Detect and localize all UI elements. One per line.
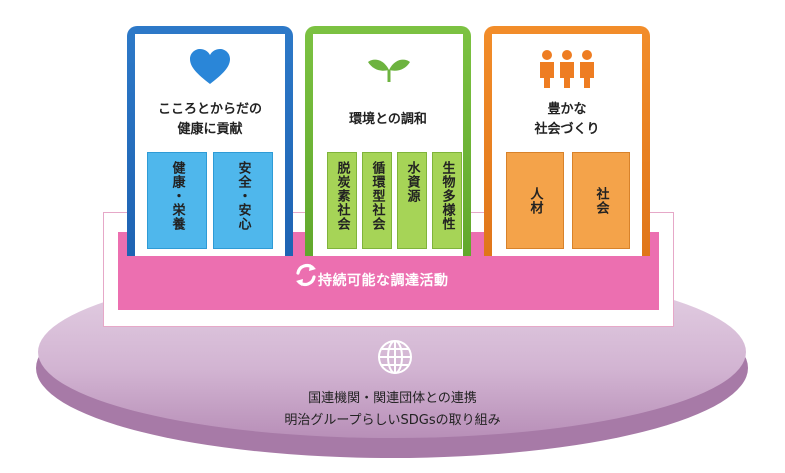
pillar-health-title-2: 健康に貢献 xyxy=(177,122,243,137)
box-biodiversity: 生物多様性 xyxy=(432,152,462,249)
base-text-line1: 国連機関・関連団体との連携 xyxy=(308,391,477,406)
box-label: 安全・安心 xyxy=(235,161,251,231)
box-label: 循環型社会 xyxy=(369,161,385,231)
pillar-environment-panel: 環境との調和 脱炭素社会 循環型社会 水資源 生物多様性 xyxy=(313,34,463,256)
pillar-environment-title: 環境との調和 xyxy=(349,112,427,127)
pillar-society-title-2: 社会づくり xyxy=(534,122,600,137)
box-water: 水資源 xyxy=(397,152,427,249)
box-label: 生物多様性 xyxy=(439,161,455,231)
box-health-nutrition: 健康・栄養 xyxy=(147,152,207,249)
base-text-line2: 明治グループらしいSDGsの取り組み xyxy=(284,413,501,428)
heart-icon xyxy=(190,49,230,84)
people-icon xyxy=(540,50,594,88)
pillar-health-panel: こころとからだの 健康に貢献 健康・栄養 安全・安心 xyxy=(135,34,285,256)
pillar-society-title-1: 豊かな xyxy=(547,102,587,117)
box-label: 社会 xyxy=(593,186,609,215)
box-label: 健康・栄養 xyxy=(169,161,185,231)
pillar-society-panel: 豊かな 社会づくり 人材 社会 xyxy=(492,34,642,256)
box-decarbon: 脱炭素社会 xyxy=(327,152,357,249)
pillar-society: 豊かな 社会づくり 人材 社会 xyxy=(484,26,650,256)
recycle-icon xyxy=(296,263,316,287)
box-society: 社会 xyxy=(572,152,630,249)
procurement-label: 持続可能な調達活動 xyxy=(318,273,449,289)
globe-icon xyxy=(378,340,412,374)
pillar-health-title-1: こころとからだの xyxy=(157,102,262,117)
pillar-environment: 環境との調和 脱炭素社会 循環型社会 水資源 生物多様性 xyxy=(305,26,471,256)
sprout-icon xyxy=(368,59,410,82)
box-label: 水資源 xyxy=(404,161,420,203)
box-safety: 安全・安心 xyxy=(213,152,273,249)
box-circular: 循環型社会 xyxy=(362,152,392,249)
box-label: 脱炭素社会 xyxy=(334,161,350,231)
box-human-resources: 人材 xyxy=(506,152,564,249)
box-label: 人材 xyxy=(527,186,543,215)
pillar-health: こころとからだの 健康に貢献 健康・栄養 安全・安心 xyxy=(127,26,293,256)
